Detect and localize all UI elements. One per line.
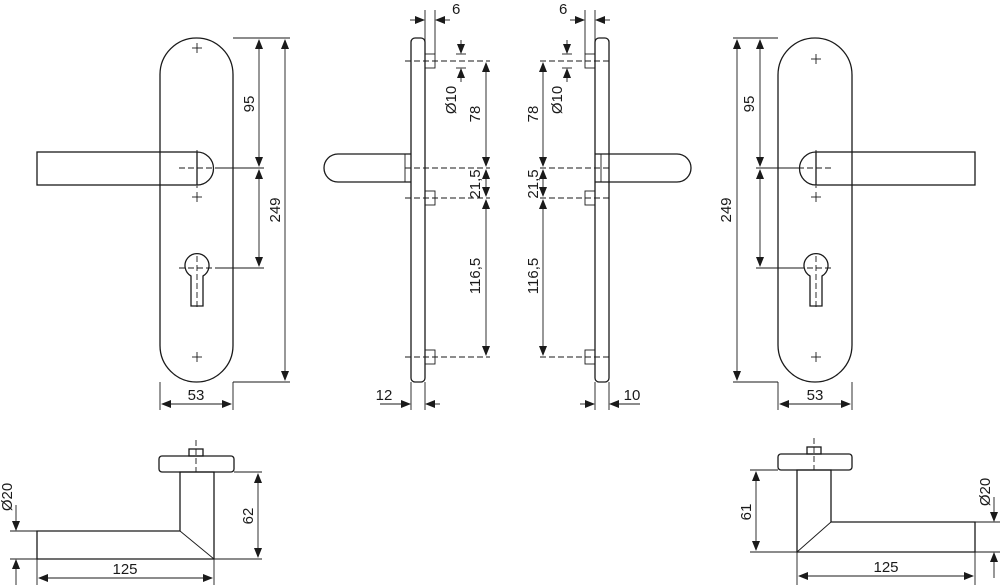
- backplate-outline: [777, 37, 853, 383]
- dim-plate-height: 249: [267, 197, 284, 222]
- lever-bend: [796, 521, 832, 553]
- lever-handle: [36, 151, 198, 186]
- dim-lever-length: 125: [112, 561, 137, 578]
- front-view-left: 95 249 53: [36, 37, 290, 410]
- dim-to-spindle: 95: [241, 96, 258, 113]
- dim-screw-diameter: Ø10: [443, 86, 460, 114]
- rose-plate: [158, 455, 235, 473]
- dim-plate-height: 249: [718, 197, 735, 222]
- dim-spindle-to-screw: 21,5: [525, 169, 542, 198]
- dim-to-spindle: 95: [741, 96, 758, 113]
- lever-bend: [179, 530, 215, 560]
- dim-lever-diameter: Ø20: [0, 483, 16, 511]
- cylinder-keyhole: [184, 252, 210, 307]
- rose-plate: [777, 453, 853, 471]
- spindle-centerline: [540, 60, 610, 358]
- backplate-outline: [159, 37, 234, 383]
- dim-screw-to-screw: 116,5: [467, 258, 484, 294]
- dim-plate-width: 53: [188, 387, 205, 404]
- dim-spindle-to-screw: 21,5: [467, 169, 484, 198]
- dim-projection: 62: [240, 508, 257, 525]
- lever-side: [595, 153, 692, 183]
- dim-screw-diameter: Ø10: [549, 86, 566, 114]
- backplate-side: [410, 37, 426, 383]
- side-view-right: 6 Ø10 78 21,5 116,5 10: [525, 1, 692, 410]
- lever-rose: [798, 151, 817, 186]
- extension-lines: [410, 10, 466, 410]
- lever-side: [323, 153, 411, 183]
- lever-plan: [796, 469, 976, 553]
- dim-lever-diameter: Ø20: [977, 478, 994, 506]
- extension-lines: [733, 37, 853, 410]
- dim-rose-gap: 6: [559, 1, 567, 18]
- screw-stub: [424, 53, 436, 365]
- screw-mark: [811, 54, 821, 362]
- lever-plan: [36, 471, 215, 560]
- cylinder-keyhole: [803, 252, 829, 307]
- plan-view-right: 61 Ø20 125: [738, 438, 1000, 585]
- dim-rose-gap: 6: [452, 1, 460, 18]
- front-view-right: 95 249 53: [718, 37, 976, 410]
- dim-to-spindle: 78: [525, 106, 542, 123]
- dim-plate-width: 53: [807, 387, 824, 404]
- lever-handle: [815, 151, 976, 186]
- backplate-side: [594, 37, 610, 383]
- dim-plate-thickness: 12: [376, 387, 393, 404]
- extension-lines: [159, 37, 290, 410]
- side-view-left: 6 Ø10 78 21,5 116,5 12: [323, 1, 490, 410]
- spindle-centerline: [405, 60, 490, 358]
- lever-rose: [196, 151, 215, 186]
- dim-lever-length: 125: [873, 559, 898, 576]
- dim-plate-thickness: 10: [624, 387, 641, 404]
- dim-projection: 61: [738, 504, 755, 521]
- plan-view-left: Ø20 62 125: [0, 440, 262, 585]
- dim-screw-to-screw: 116,5: [525, 258, 542, 294]
- screw-mark: [192, 43, 202, 362]
- screw-stub: [584, 53, 596, 365]
- dim-to-spindle: 78: [467, 106, 484, 123]
